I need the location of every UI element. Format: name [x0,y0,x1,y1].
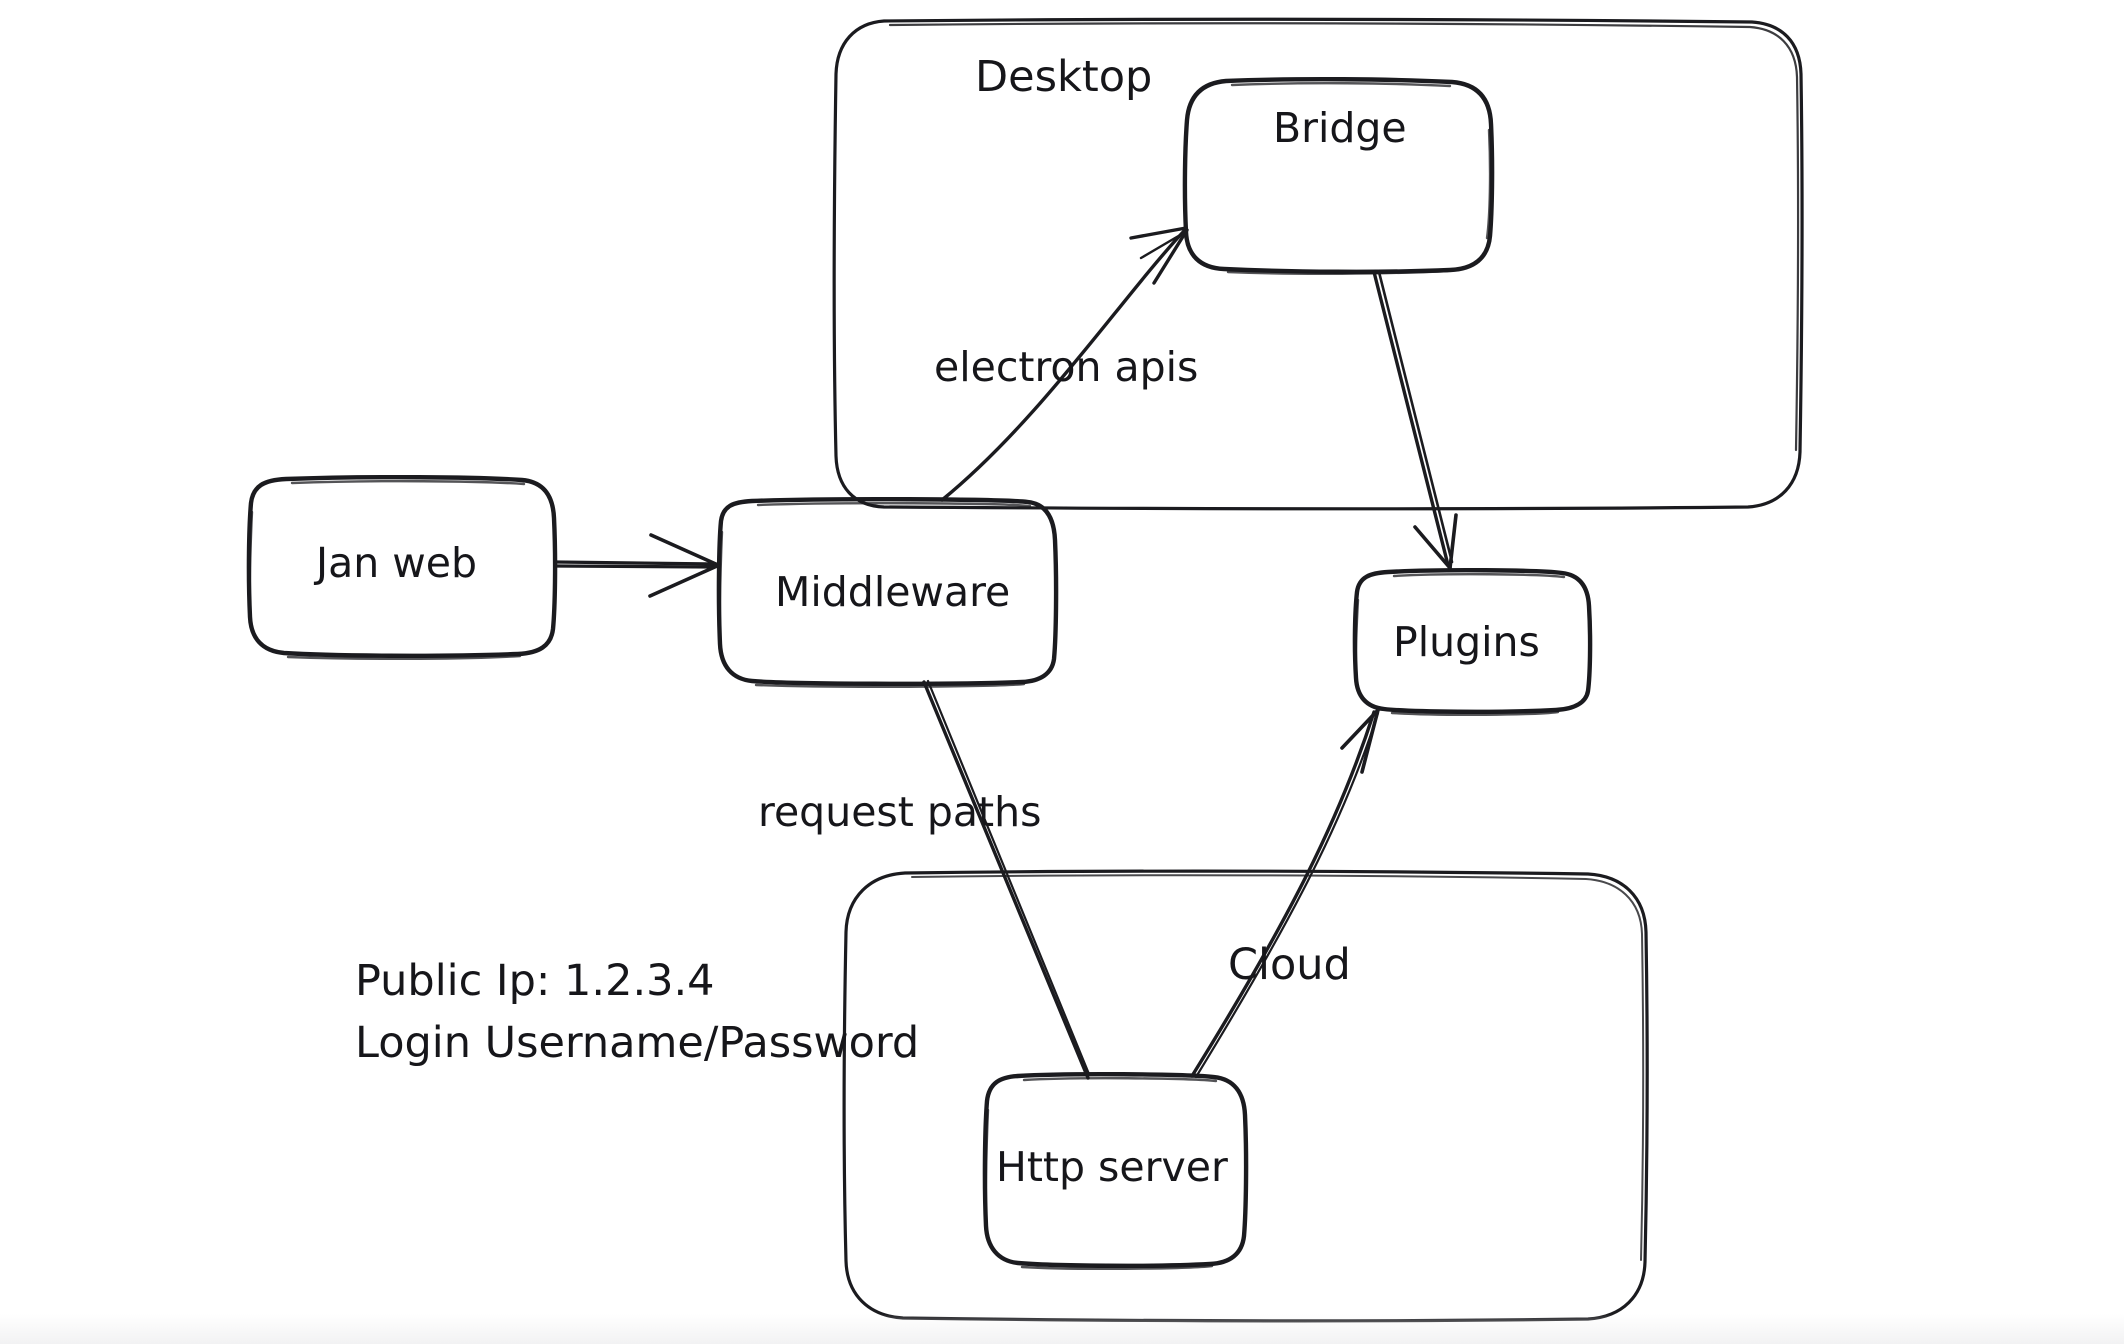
node-box-plugins[interactable] [1352,567,1593,717]
edge-middleware-to-bridge [940,226,1189,502]
group-frame-desktop [832,17,1804,511]
edge-http-server-to-plugins [1190,708,1380,1079]
node-box-jan-web[interactable] [246,474,558,661]
node-box-http-server[interactable] [982,1071,1249,1271]
node-box-middleware[interactable] [716,496,1059,689]
node-box-bridge[interactable] [1182,76,1495,276]
group-frame-cloud [842,869,1649,1323]
edge-bridge-to-plugins [1372,270,1458,570]
edge-http-server-to-middleware [922,679,1091,1080]
edge-jan-web-to-middleware [554,533,720,598]
